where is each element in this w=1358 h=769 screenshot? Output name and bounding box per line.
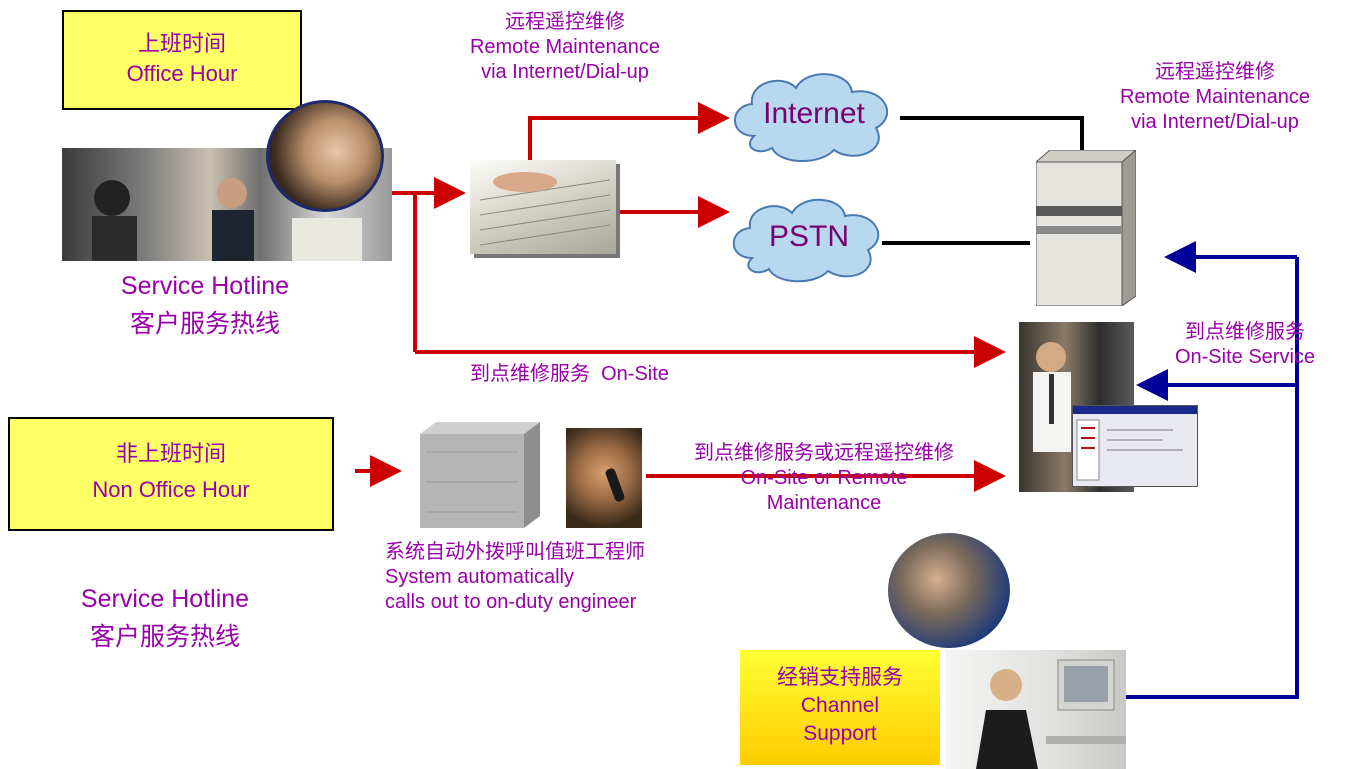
onsite-or-remote-cn: 到点维修服务或远程遥控维修	[694, 442, 954, 464]
channel-agent-round-photo	[888, 533, 1010, 648]
non-office-hour-box: 非上班时间 Non Office Hour	[8, 417, 334, 531]
office-hour-box: 上班时间 Office Hour	[62, 10, 302, 110]
onsite-right-cn: 到点维修服务	[1185, 321, 1305, 343]
channel-support-l2: Support	[803, 722, 877, 745]
line-internet-to-server	[900, 116, 1084, 150]
system-calls-label: 系统自动外拨呼叫值班工程师 System automatically calls…	[385, 540, 745, 615]
internet-cloud	[734, 73, 889, 163]
remote-top-label: 远程遥控维修 Remote Maintenance via Internet/D…	[420, 10, 710, 85]
hotline-top-cn: 客户服务热线	[129, 310, 280, 338]
remote-right-cn: 远程遥控维修	[1155, 61, 1275, 83]
system-calls-cn: 系统自动外拨呼叫值班工程师	[385, 541, 645, 563]
hotline-bottom-en: Service Hotline	[80, 585, 250, 613]
remote-top-l2: via Internet/Dial-up	[481, 61, 649, 83]
non-office-hour-cn: 非上班时间	[115, 441, 226, 466]
callout-device	[412, 422, 540, 528]
onsite-or-remote-l1: On-Site or Remote	[740, 467, 908, 489]
channel-support-box: 经销支持服务 Channel Support	[740, 650, 940, 765]
server-tower	[1036, 150, 1136, 306]
channel-agent-photo	[946, 650, 1126, 769]
remote-right-l2: via Internet/Dial-up	[1131, 111, 1299, 133]
hotline-top-label: Service Hotline 客户服务热线	[90, 267, 320, 343]
remote-top-l1: Remote Maintenance	[469, 36, 661, 58]
engineer-phone-photo	[566, 428, 642, 528]
remote-top-cn: 远程遥控维修	[505, 11, 625, 33]
pstn-label: PSTN	[768, 220, 849, 253]
channel-support-cn: 经销支持服务	[777, 666, 903, 689]
channel-support-l1: Channel	[800, 694, 880, 717]
office-hour-en: Office Hour	[126, 61, 238, 86]
system-calls-l1: System automatically	[385, 566, 574, 588]
onsite-or-remote-label: 到点维修服务或远程遥控维修 On-Site or Remote Maintena…	[644, 441, 1004, 516]
system-calls-l2: calls out to on-duty engineer	[385, 591, 637, 613]
hotline-bottom-cn: 客户服务热线	[89, 623, 240, 651]
onsite-right-label: 到点维修服务 On-Site Service	[1140, 320, 1350, 370]
arrow-keyboard-to-internet	[528, 102, 730, 162]
onsite-or-remote-l2: Maintenance	[766, 492, 882, 514]
hotline-bottom-label: Service Hotline 客户服务热线	[50, 580, 280, 656]
hotline-top-en: Service Hotline	[120, 272, 290, 300]
call-center-photo	[62, 148, 392, 261]
onsite-top-label: 到点维修服务 On-Site	[470, 363, 669, 385]
non-office-hour-en: Non Office Hour	[92, 477, 250, 502]
remote-right-label: 远程遥控维修 Remote Maintenance via Internet/D…	[1080, 60, 1350, 135]
keyboard-photo	[470, 160, 616, 254]
software-screen	[1072, 405, 1198, 487]
remote-right-l1: Remote Maintenance	[1119, 86, 1311, 108]
pstn-cloud	[732, 198, 880, 283]
headset-agent-photo	[266, 100, 384, 212]
line-channel-support	[1125, 257, 1299, 699]
internet-label: Internet	[763, 97, 865, 130]
onsite-right-en: On-Site Service	[1174, 346, 1316, 368]
office-hour-cn: 上班时间	[137, 31, 226, 56]
